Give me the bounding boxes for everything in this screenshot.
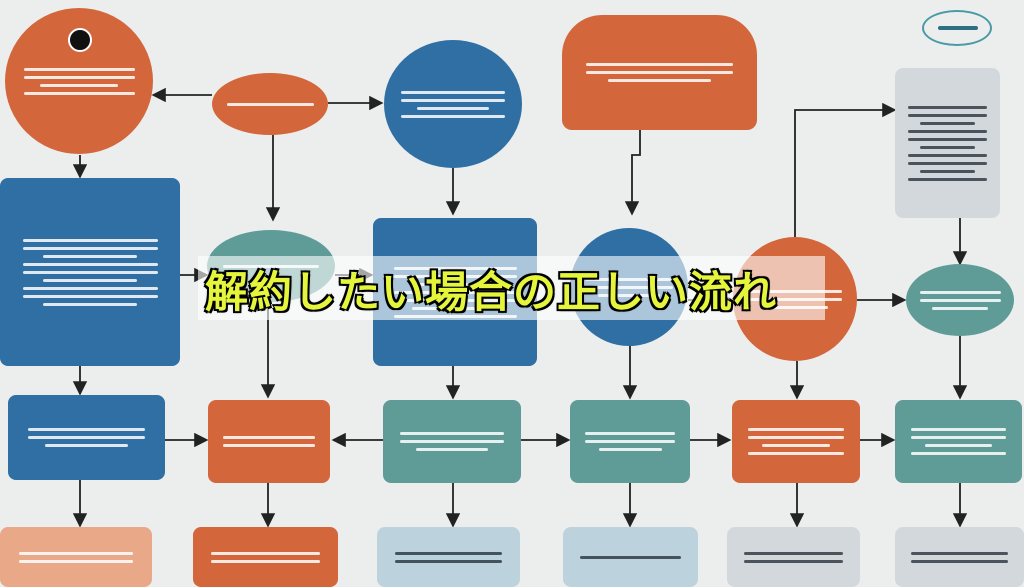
node-text-line — [919, 145, 976, 149]
node-text-line — [919, 298, 1001, 302]
node-text-line — [394, 559, 503, 563]
flow-node-3 — [384, 40, 522, 168]
node-text-line — [401, 98, 505, 102]
node-text-line — [211, 559, 320, 563]
node-text-line — [22, 262, 158, 266]
node-text-line — [223, 444, 315, 447]
node-text-line — [23, 75, 135, 79]
flow-node-21 — [563, 527, 698, 587]
node-text-line — [23, 67, 135, 71]
flow-node-4 — [562, 15, 757, 130]
node-text-line — [931, 306, 989, 310]
node-text-line — [762, 444, 830, 447]
node-text-line — [27, 436, 146, 439]
node-text-line — [19, 559, 133, 563]
node-text-line — [42, 302, 138, 306]
node-text-line — [908, 161, 987, 165]
node-text-line — [416, 106, 490, 110]
flow-node-12 — [8, 395, 165, 480]
node-text-line — [401, 114, 505, 118]
node-text-line — [743, 551, 844, 555]
flow-node-22 — [727, 527, 860, 587]
flow-node-20 — [377, 527, 520, 587]
node-text-line — [400, 432, 504, 435]
node-text-line — [748, 436, 844, 439]
flow-node-2 — [212, 73, 328, 135]
node-text-line — [40, 83, 118, 87]
flow-node-6 — [0, 178, 180, 366]
flow-node-17 — [895, 400, 1022, 483]
node-text-line — [910, 428, 1007, 431]
arrow-connector — [794, 102, 897, 237]
node-text-line — [919, 169, 976, 173]
node-text-line — [908, 105, 987, 109]
node-text-line — [579, 555, 682, 559]
page-title: 解約したい場合の正しい流れ — [204, 267, 777, 319]
title-band — [198, 256, 825, 320]
flow-node-19 — [193, 527, 338, 587]
node-text-line — [223, 436, 315, 439]
flow-node-11 — [906, 264, 1014, 336]
node-text-line — [42, 278, 138, 282]
node-text-line — [925, 444, 992, 447]
flow-node-16 — [732, 400, 860, 483]
node-text-line — [394, 551, 503, 555]
flow-node-13 — [208, 400, 330, 483]
node-text-line — [908, 153, 987, 157]
node-text-line — [226, 102, 314, 106]
node-text-line — [919, 290, 1001, 294]
flow-node-23 — [895, 527, 1024, 587]
node-text-line — [586, 71, 733, 74]
node-text-line — [911, 559, 1008, 563]
node-text-line — [748, 452, 844, 455]
node-text-line — [748, 428, 844, 431]
node-text-line — [908, 137, 987, 141]
node-text-line — [598, 448, 662, 451]
node-text-line — [415, 448, 489, 451]
node-text-line — [401, 90, 505, 94]
node-text-line — [919, 121, 976, 125]
node-text-line — [42, 254, 138, 258]
node-text-line — [211, 551, 320, 555]
node-text-line — [22, 294, 158, 298]
node-text-line — [585, 440, 675, 443]
node-text-line — [743, 559, 844, 563]
node-text-line — [400, 440, 504, 443]
node-text-line — [911, 551, 1008, 555]
node-text-line — [22, 286, 158, 290]
node-text-line — [27, 428, 146, 431]
flow-node-18 — [0, 527, 152, 587]
node-text-line — [908, 177, 987, 181]
node-text-line — [22, 246, 158, 250]
node-text-line — [23, 91, 135, 95]
logo — [922, 10, 992, 46]
flow-node-15 — [570, 400, 690, 483]
node-text-line — [908, 129, 987, 133]
node-text-line — [910, 436, 1007, 439]
node-text-line — [22, 238, 158, 242]
flow-node-14 — [383, 400, 521, 483]
node-text-line — [608, 79, 711, 82]
node-text-line — [19, 551, 133, 555]
person-icon — [68, 28, 92, 52]
node-text-line — [45, 444, 128, 447]
node-text-line — [910, 452, 1007, 455]
node-text-line — [22, 270, 158, 274]
node-text-line — [586, 63, 733, 66]
node-text-line — [908, 113, 987, 117]
arrow-connector — [624, 130, 641, 216]
flow-node-5 — [895, 68, 1000, 218]
node-text-line — [585, 432, 675, 435]
